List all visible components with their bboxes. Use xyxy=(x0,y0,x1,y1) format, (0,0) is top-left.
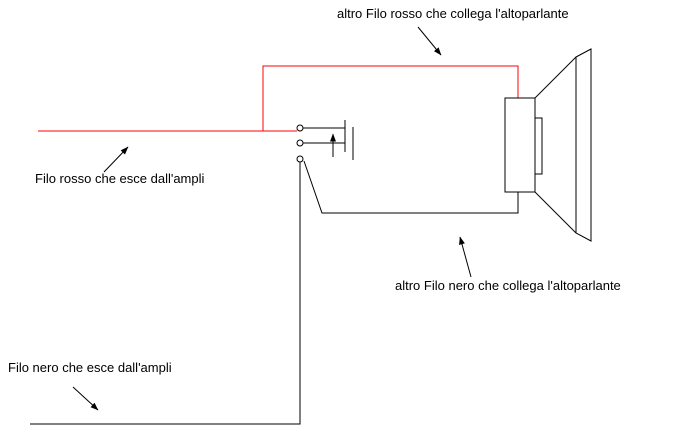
label-red-amp-wire: Filo rosso che esce dall'ampli xyxy=(35,171,204,186)
red-wire-to-speaker xyxy=(262,65,519,131)
label-red-speaker-wire: altro Filo rosso che collega l'altoparla… xyxy=(337,6,569,21)
label-black-speaker-wire: altro Filo nero che collega l'altoparlan… xyxy=(395,278,621,293)
arrow-to-red-amp-wire xyxy=(103,146,129,173)
speaker-coil xyxy=(534,117,543,175)
label-black-amp-wire: Filo nero che esce dall'ampli xyxy=(8,360,172,375)
black-wire-from-amp xyxy=(30,162,301,425)
connector-terminal-top xyxy=(296,124,304,132)
connector-terminal-bottom xyxy=(296,155,304,163)
connector-terminal-middle xyxy=(296,139,304,147)
speaker-baffle xyxy=(575,48,592,242)
speaker-cone-bottom xyxy=(534,191,577,234)
black-wire-to-speaker xyxy=(303,160,519,214)
arrow-to-black-amp-wire xyxy=(72,386,99,411)
speaker-magnet xyxy=(504,97,536,193)
arrow-to-black-speaker-wire xyxy=(459,236,472,278)
speaker-cone-top xyxy=(534,56,577,99)
arrow-to-red-top-wire xyxy=(417,26,442,56)
